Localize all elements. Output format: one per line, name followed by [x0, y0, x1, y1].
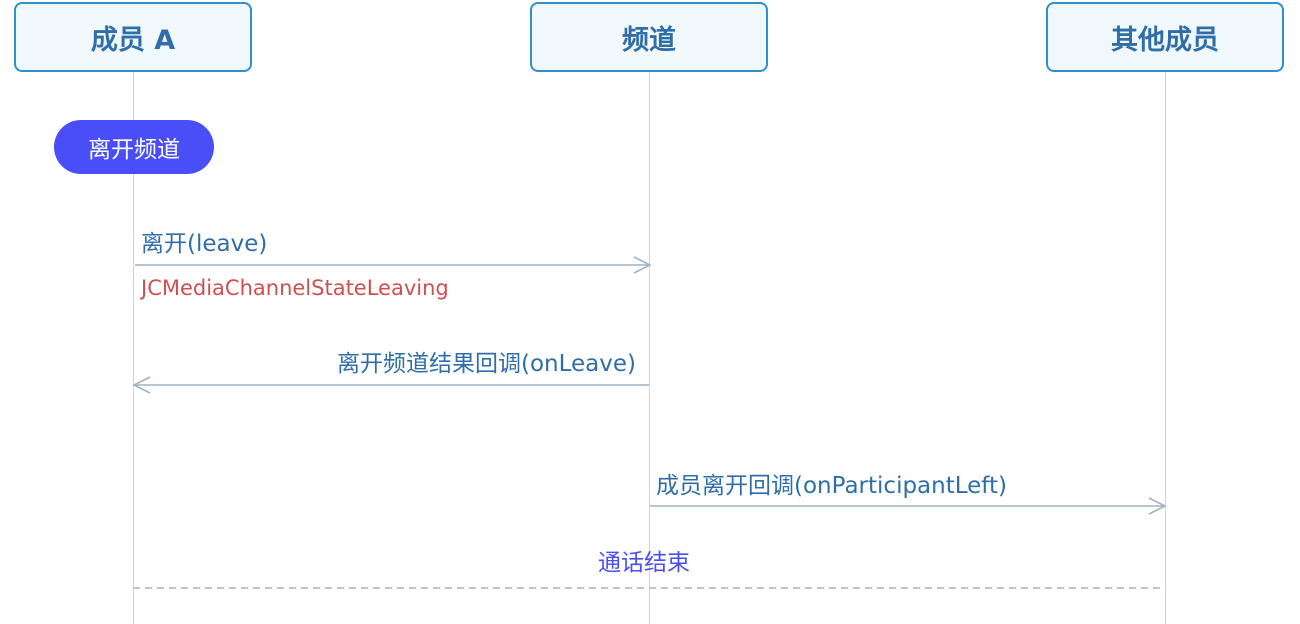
message-leave-result: 离开频道结果回调(onLeave): [336, 351, 636, 377]
participant-member-a: 成员 A: [14, 2, 252, 72]
lifeline-member-a: [133, 72, 134, 624]
participant-others-label: 其他成员: [1111, 24, 1219, 56]
message-leave-call: 离开(leave): [141, 231, 268, 257]
lifeline-channel: [649, 72, 650, 624]
lifeline-others: [1165, 72, 1166, 624]
message-leaving-state: JCMediaChannelStateLeaving: [141, 276, 449, 300]
leave-channel-action: 离开频道: [54, 120, 214, 174]
message-participant-left: 成员离开回调(onParticipantLeft): [656, 473, 1007, 499]
arrow-participant-left: [650, 497, 1167, 515]
leave-channel-action-label: 离开频道: [88, 137, 180, 163]
arrow-leave-result: [132, 376, 649, 394]
participant-member-a-label: 成员 A: [90, 24, 176, 56]
participant-channel-label: 频道: [622, 24, 676, 56]
participant-channel: 频道: [530, 2, 768, 72]
participant-others: 其他成员: [1046, 2, 1284, 72]
message-call-end: 通话结束: [598, 550, 690, 576]
arrow-leave-call: [135, 256, 652, 274]
